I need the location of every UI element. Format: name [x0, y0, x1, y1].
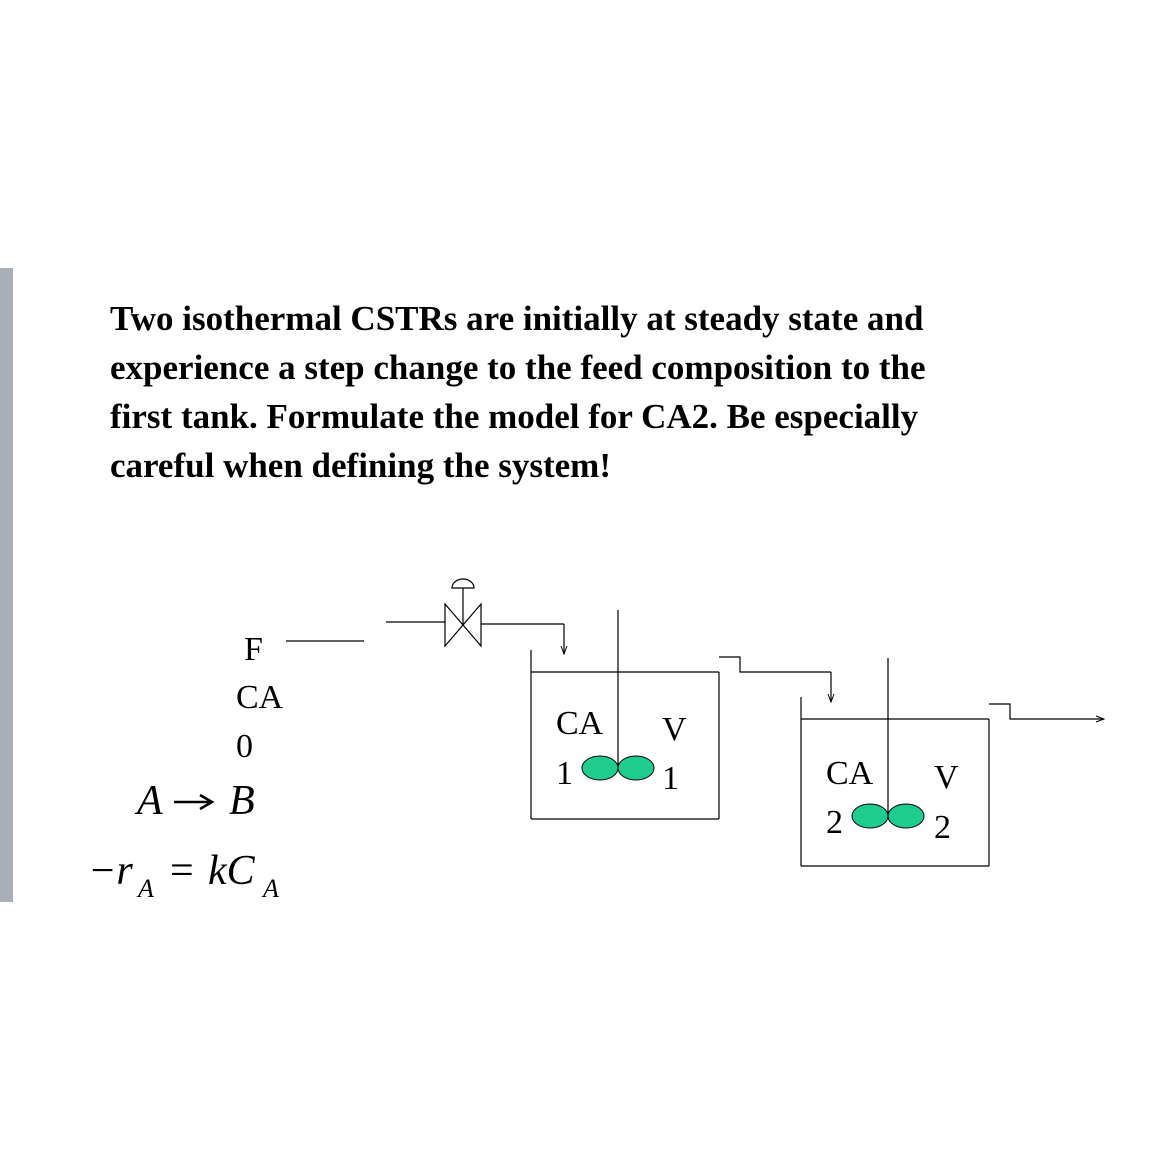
- rate-law-lhs: −r: [88, 848, 133, 894]
- tank2-outlet-pipe: [989, 703, 1104, 719]
- reaction-product: B: [229, 778, 255, 824]
- tank1-volume-label: V: [662, 711, 687, 748]
- problem-line-4: careful when defining the system!: [110, 446, 611, 485]
- tank1-overflow-pipe: [719, 656, 831, 673]
- rate-law-rhs-subscript: A: [261, 874, 279, 903]
- slide-bottom-area: [0, 902, 1170, 1170]
- problem-statement: Two isothermal CSTRs are initially at st…: [110, 294, 1070, 490]
- tank2-impeller-icon: [851, 803, 925, 829]
- tank1-impeller-icon: [581, 755, 655, 781]
- tank2-conc-label: CA: [826, 755, 874, 792]
- rate-law-lhs-subscript: A: [136, 874, 154, 903]
- rate-law: −r A = kC A: [88, 848, 279, 903]
- reaction-equation: A B: [134, 778, 255, 824]
- problem-line-2: experience a step change to the feed com…: [110, 348, 926, 387]
- rate-law-equals: =: [170, 848, 194, 894]
- tank2-conc-subscript: 2: [826, 804, 843, 841]
- control-valve-icon: [444, 578, 482, 648]
- feed-conc-subscript: 0: [236, 728, 253, 765]
- tank1-conc-subscript: 1: [556, 755, 573, 792]
- problem-line-1: Two isothermal CSTRs are initially at st…: [110, 299, 924, 338]
- tank1-volume-subscript: 1: [662, 760, 679, 797]
- reaction-reactant: A: [134, 778, 163, 824]
- tank2-volume-subscript: 2: [934, 809, 951, 846]
- problem-line-3: first tank. Formulate the model for CA2.…: [110, 397, 919, 436]
- rate-law-rhs: kC: [208, 848, 256, 894]
- feed-flow-label: F: [244, 631, 263, 668]
- tank2-volume-label: V: [934, 759, 959, 796]
- feed-conc-label: CA: [236, 679, 284, 716]
- slide-side-bar: [0, 268, 13, 902]
- tank1-conc-label: CA: [556, 705, 604, 742]
